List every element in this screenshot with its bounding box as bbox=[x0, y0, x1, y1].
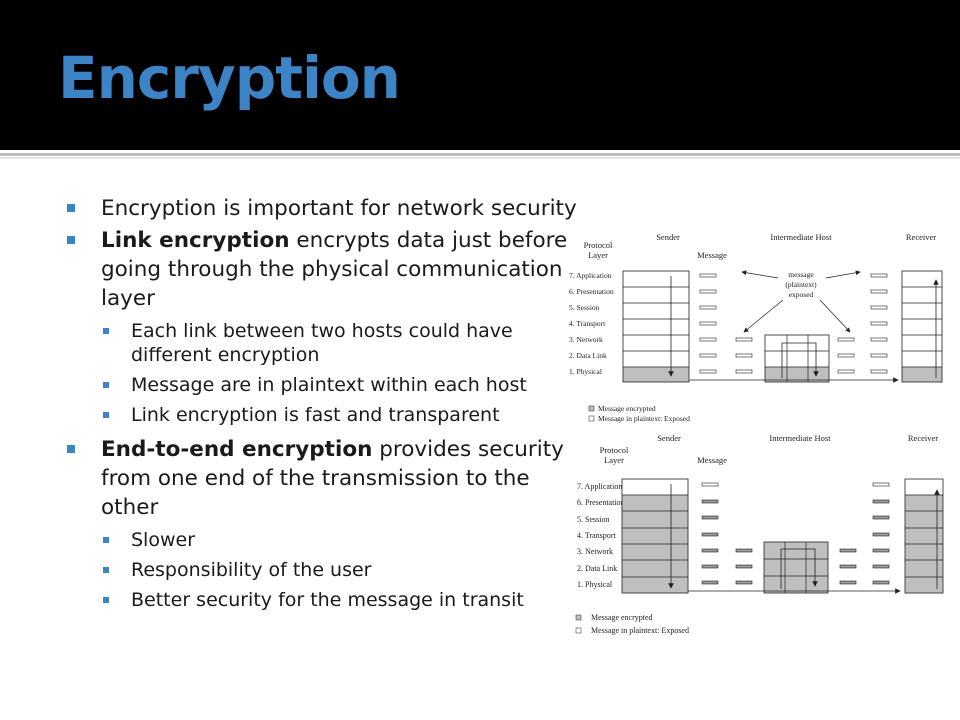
layer-label: 5. Session bbox=[569, 303, 600, 312]
layer-label: 7. Application bbox=[577, 482, 622, 491]
title-divider bbox=[0, 153, 960, 156]
layer-label: 4. Transport bbox=[569, 319, 606, 328]
layer-label: 2. Data Link bbox=[569, 351, 607, 360]
legend-plaintext-swatch bbox=[575, 627, 582, 634]
layer-label: 4. Transport bbox=[577, 531, 616, 540]
legend-plaintext: Message in plaintext: Exposed bbox=[591, 626, 689, 635]
legend-plaintext: Message in plaintext: Exposed bbox=[598, 414, 690, 423]
message-blocks bbox=[701, 482, 890, 585]
bullet-text: Encryption is important for network secu… bbox=[101, 196, 577, 221]
plaintext-callout: message (plaintext) exposed bbox=[785, 270, 817, 299]
layer-label: 2. Data Link bbox=[577, 564, 617, 573]
title-bar bbox=[0, 0, 960, 150]
sub-bullet-item: Better security for the message in trans… bbox=[62, 588, 582, 612]
bullet-item: Link encryption encrypts data just befor… bbox=[62, 226, 582, 313]
header-layer: Layer bbox=[588, 250, 608, 260]
callout-line: message bbox=[788, 270, 814, 279]
slide-title: Encryption bbox=[58, 44, 401, 112]
sender-stack bbox=[621, 478, 689, 594]
layer-label: 5. Session bbox=[577, 515, 609, 524]
legend-encrypted-swatch bbox=[575, 614, 582, 621]
layer-label: 6. Presentation bbox=[577, 498, 625, 507]
bullet-lead: End-to-end encryption bbox=[101, 437, 373, 462]
layer-label: 7. Application bbox=[569, 271, 612, 280]
end-to-end-encryption-diagram: Protocol Layer Sender Message Intermedia… bbox=[575, 433, 944, 635]
callout-line: (plaintext) bbox=[785, 280, 817, 289]
bullet-list: Encryption is important for network secu… bbox=[62, 194, 582, 618]
sub-bullet-item: Responsibility of the user bbox=[62, 558, 582, 582]
header-receiver: Receiver bbox=[908, 433, 938, 443]
header-protocol: Protocol bbox=[600, 445, 629, 455]
intermediate-host-stack bbox=[763, 541, 829, 594]
layer-label: 3. Network bbox=[577, 547, 613, 556]
sub-bullet-text: Each link between two hosts could have d… bbox=[131, 320, 513, 366]
header-receiver: Receiver bbox=[906, 232, 936, 242]
header-message: Message bbox=[697, 455, 727, 465]
sub-bullet-text: Responsibility of the user bbox=[131, 559, 372, 581]
bullet-lead: Link encryption bbox=[101, 228, 290, 253]
legend-plaintext-swatch bbox=[588, 415, 595, 422]
message-blocks bbox=[699, 273, 888, 374]
header-sender: Sender bbox=[656, 232, 680, 242]
sub-bullet-item: Each link between two hosts could have d… bbox=[62, 319, 582, 367]
legend-encrypted-swatch bbox=[588, 405, 595, 412]
layer-labels: 7. Application 6. Presentation 5. Sessio… bbox=[577, 482, 625, 589]
link-encryption-diagram: Protocol Layer Sender Message Intermedia… bbox=[569, 232, 943, 423]
sub-bullet-text: Link encryption is fast and transparent bbox=[131, 404, 500, 426]
sender-stack bbox=[622, 270, 690, 383]
bullet-item: Encryption is important for network secu… bbox=[62, 194, 582, 223]
header-message: Message bbox=[697, 250, 727, 260]
sub-bullet-item: Slower bbox=[62, 528, 582, 552]
sub-bullet-item: Message are in plaintext within each hos… bbox=[62, 373, 582, 397]
title-divider-shadow bbox=[0, 157, 960, 159]
header-layer: Layer bbox=[604, 455, 624, 465]
intermediate-host-stack bbox=[764, 334, 830, 383]
header-protocol: Protocol bbox=[584, 240, 613, 250]
sub-bullet-text: Slower bbox=[131, 529, 196, 551]
layer-label: 6. Presentation bbox=[569, 287, 614, 296]
receiver-stack bbox=[901, 270, 943, 383]
callout-line: exposed bbox=[789, 290, 814, 299]
header-intermediate-host: Intermediate Host bbox=[769, 433, 831, 443]
sub-bullet-text: Message are in plaintext within each hos… bbox=[131, 374, 527, 396]
layer-label: 1. Physical bbox=[577, 580, 613, 589]
bullet-text: encrypts data just before going through … bbox=[101, 228, 568, 311]
layer-label: 3. Network bbox=[569, 335, 603, 344]
legend-encrypted: Message encrypted bbox=[591, 613, 653, 622]
layer-label: 1. Physical bbox=[569, 367, 602, 376]
bullet-item: End-to-end encryption provides security … bbox=[62, 435, 582, 522]
legend-encrypted: Message encrypted bbox=[598, 404, 656, 413]
sub-bullet-item: Link encryption is fast and transparent bbox=[62, 403, 582, 427]
layer-labels: 7. Application 6. Presentation 5. Sessio… bbox=[569, 271, 614, 376]
header-sender: Sender bbox=[657, 433, 681, 443]
callout-arrows bbox=[741, 270, 861, 333]
header-intermediate-host: Intermediate Host bbox=[770, 232, 832, 242]
sub-bullet-text: Better security for the message in trans… bbox=[131, 589, 524, 611]
bullet-text: provides security from one end of the tr… bbox=[101, 437, 564, 520]
receiver-stack bbox=[904, 478, 944, 594]
